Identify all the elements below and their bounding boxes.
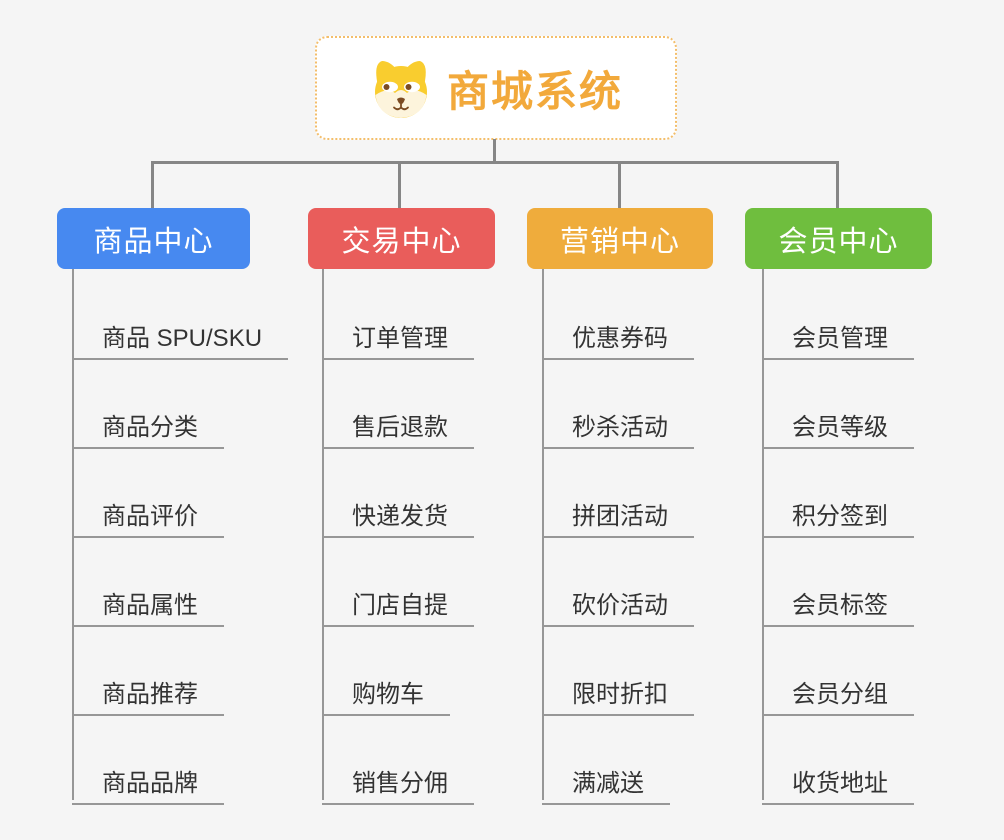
leaf-label: 门店自提: [352, 592, 448, 619]
leaf-label: 售后退款: [352, 414, 448, 441]
leaf-item[interactable]: 购物车: [322, 663, 450, 716]
leaf-label: 拼团活动: [572, 503, 668, 530]
branch-label: 交易中心: [341, 225, 462, 258]
drop-line-marketing: [618, 161, 621, 208]
leaf-label: 商品 SPU/SKU: [102, 325, 263, 352]
leaf-item[interactable]: 商品评价: [72, 485, 224, 538]
spine-marketing: [542, 269, 544, 800]
leaf-item[interactable]: 商品品牌: [72, 752, 224, 805]
leaf-item[interactable]: 会员管理: [762, 307, 914, 360]
spine-trade: [322, 269, 324, 800]
leaf-item[interactable]: 商品推荐: [72, 663, 224, 716]
branch-bus-line: [151, 161, 839, 164]
leaf-item[interactable]: 快递发货: [322, 485, 474, 538]
leaf-item[interactable]: 积分签到: [762, 485, 914, 538]
leaf-label: 商品属性: [102, 592, 198, 619]
leaf-label: 会员分组: [792, 681, 888, 708]
leaf-label: 商品评价: [102, 503, 198, 530]
leaf-item[interactable]: 商品 SPU/SKU: [72, 307, 289, 360]
leaf-label: 商品品牌: [102, 770, 198, 797]
leaf-item[interactable]: 优惠券码: [542, 307, 694, 360]
leaf-label: 收货地址: [792, 770, 888, 797]
leaf-label: 订单管理: [352, 325, 448, 352]
leaf-label: 满减送: [572, 770, 644, 797]
branch-node-trade[interactable]: 交易中心: [308, 208, 495, 269]
leaf-item[interactable]: 限时折扣: [542, 663, 694, 716]
leaf-label: 销售分佣: [352, 770, 448, 797]
leaf-label: 积分签到: [792, 503, 888, 530]
leaf-label: 快递发货: [352, 503, 448, 530]
leaf-label: 商品推荐: [102, 681, 198, 708]
leaf-item[interactable]: 售后退款: [322, 396, 474, 449]
leaf-item[interactable]: 订单管理: [322, 307, 474, 360]
leaf-item[interactable]: 秒杀活动: [542, 396, 694, 449]
root-title: 商城系统: [446, 67, 623, 115]
leaf-item[interactable]: 商品分类: [72, 396, 224, 449]
leaf-label: 购物车: [352, 681, 424, 708]
dog-face-icon: [369, 56, 433, 120]
leaf-label: 优惠券码: [572, 325, 668, 352]
leaf-item[interactable]: 拼团活动: [542, 485, 694, 538]
leaf-label: 会员等级: [792, 414, 888, 441]
leaf-item[interactable]: 会员标签: [762, 574, 914, 627]
root-node[interactable]: 商城系统: [315, 36, 677, 140]
leaf-label: 会员管理: [792, 325, 888, 352]
drop-line-members: [836, 161, 839, 208]
leaf-label: 限时折扣: [572, 681, 668, 708]
drop-line-products: [151, 161, 154, 208]
root-connector-line: [493, 139, 496, 163]
leaf-item[interactable]: 会员分组: [762, 663, 914, 716]
leaf-item[interactable]: 满减送: [542, 752, 670, 805]
branch-label: 商品中心: [93, 225, 214, 258]
leaf-item[interactable]: 会员等级: [762, 396, 914, 449]
branch-node-products[interactable]: 商品中心: [57, 208, 250, 269]
leaf-item[interactable]: 销售分佣: [322, 752, 474, 805]
leaf-item[interactable]: 收货地址: [762, 752, 914, 805]
leaf-item[interactable]: 砍价活动: [542, 574, 694, 627]
spine-members: [762, 269, 764, 800]
leaf-item[interactable]: 门店自提: [322, 574, 474, 627]
branch-node-members[interactable]: 会员中心: [745, 208, 932, 269]
branch-node-marketing[interactable]: 营销中心: [527, 208, 713, 269]
leaf-label: 会员标签: [792, 592, 888, 619]
branch-label: 营销中心: [559, 225, 680, 258]
spine-products: [72, 269, 74, 800]
branch-label: 会员中心: [778, 225, 899, 258]
leaf-label: 商品分类: [102, 414, 198, 441]
leaf-label: 秒杀活动: [572, 414, 668, 441]
leaf-label: 砍价活动: [572, 592, 668, 619]
drop-line-trade: [398, 161, 401, 208]
leaf-item[interactable]: 商品属性: [72, 574, 224, 627]
